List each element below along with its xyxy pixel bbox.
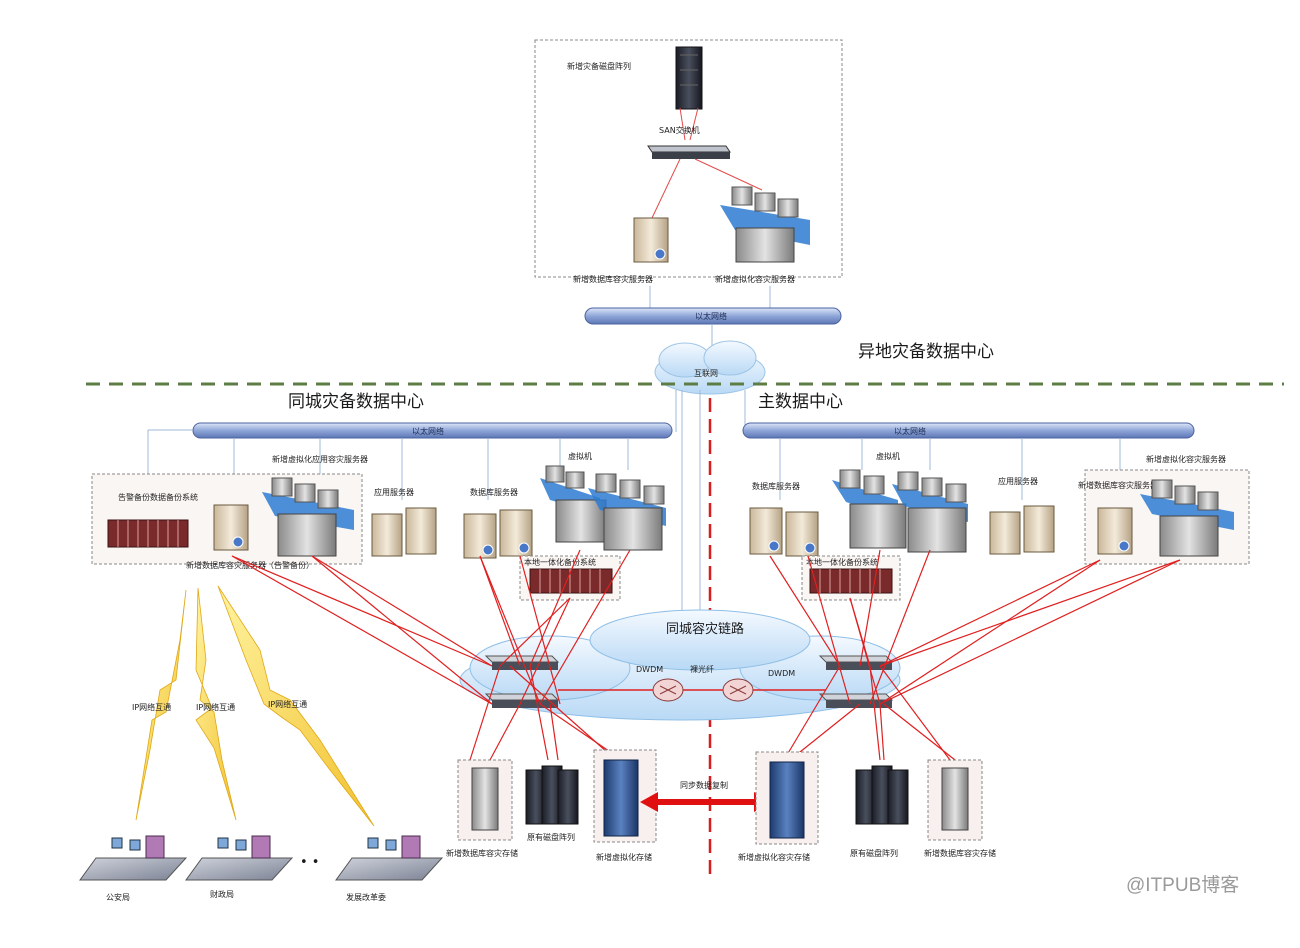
main-storage-new-db-icon	[941, 767, 969, 831]
dr-link-cloud-icon	[459, 609, 901, 721]
offsite-virt-server-icon	[720, 186, 810, 263]
same-city-vm-icon	[540, 465, 666, 551]
archive-system-label: 告警备份数据备份系统	[118, 492, 198, 502]
main-title: 主数据中心	[758, 392, 843, 412]
same-city-app-server-new-label: 新增虚拟化应用容灾服务器	[272, 454, 368, 464]
branch-1-label: 公安局	[106, 892, 130, 902]
san-switch-icon	[647, 145, 731, 159]
dwdm-left-icon	[652, 678, 684, 702]
same-city-app-server-icon	[371, 507, 437, 557]
offsite-box	[534, 39, 843, 278]
offsite-title: 异地灾备数据中心	[858, 342, 994, 362]
main-db-dr-server-label: 新增数据库容灾服务器	[1078, 480, 1158, 490]
main-storage-new-db-label: 新增数据库容灾存储	[924, 848, 996, 858]
same-city-db-dr-server-icon	[213, 504, 249, 551]
branch-3-label: 发展改革委	[346, 892, 386, 902]
ip-link-2-label: IP网络互通	[196, 702, 235, 712]
branch-ellipsis: • •	[300, 855, 319, 870]
san-switch-label: SAN交换机	[659, 125, 700, 135]
same-city-storage-new-db-icon	[471, 767, 499, 831]
archive-system-icon	[107, 519, 189, 548]
main-db-server-icon	[749, 507, 819, 557]
same-city-storage-disk-label: 原有磁盘阵列	[527, 832, 575, 842]
branch-2-label: 财政局	[210, 889, 234, 899]
main-storage-virt-icon	[769, 761, 805, 839]
dwdm-right-label: DWDM	[768, 669, 795, 678]
same-city-storage-new-db-label: 新增数据库容灾存储	[446, 848, 518, 858]
watermark: @ITPUB博客	[1126, 874, 1239, 896]
offsite-disk-array-icon	[675, 46, 703, 110]
main-local-backup-icon	[809, 568, 893, 594]
offsite-ethernet-label: 以太网络	[695, 311, 727, 321]
offsite-virt-server-label: 新增虚拟化容灾服务器	[715, 274, 795, 284]
same-city-storage-virt-label: 新增虚拟化存储	[596, 852, 652, 862]
main-ethernet-bus	[742, 422, 1195, 439]
same-city-storage-disk-icon	[525, 765, 579, 825]
main-virt-dr-server-label: 新增虚拟化容灾服务器	[1146, 454, 1226, 464]
same-city-db-server-label: 数据库服务器	[470, 487, 518, 497]
ip-link-bolt-3-icon	[217, 585, 375, 827]
same-city-storage-virt-icon	[603, 759, 639, 837]
main-app-server-label: 应用服务器	[998, 476, 1038, 486]
same-city-db-dr-server-label: 新增数据库容灾服务器（告警备份）	[186, 560, 314, 570]
internet-cloud-icon	[654, 340, 766, 395]
same-city-title: 同城灾备数据中心	[288, 392, 424, 412]
main-vm-icon	[832, 469, 968, 553]
offsite-disk-array-label: 新增灾备磁盘阵列	[567, 61, 631, 71]
branch-3-icon	[335, 835, 444, 881]
main-vm-label: 虚拟机	[876, 451, 900, 461]
same-city-app-server-label: 应用服务器	[374, 487, 414, 497]
same-city-vm-label: 虚拟机	[568, 451, 592, 461]
main-red-links	[769, 549, 1181, 761]
ip-link-1-label: IP网络互通	[132, 702, 171, 712]
sync-arrow-icon	[640, 792, 772, 812]
same-city-local-backup-icon	[529, 568, 613, 594]
same-city-db-server-icon	[463, 509, 533, 559]
ip-link-bolt-2-icon	[195, 587, 237, 821]
offsite-ethernet-bus	[584, 307, 842, 325]
main-local-backup-label: 本地一体化备份系统	[806, 557, 878, 567]
main-db-dr-server-icon	[1097, 507, 1133, 555]
fiber-label: 裸光纤	[690, 664, 714, 674]
dwdm-right-icon	[722, 678, 754, 702]
same-city-ethernet-label: 以太网络	[412, 426, 444, 436]
main-app-server-icon	[989, 505, 1055, 555]
dr-link-label: 同城容灾链路	[666, 621, 744, 637]
branch-2-icon	[185, 835, 294, 881]
dwdm-left-label: DWDM	[636, 665, 663, 674]
main-db-server-label: 数据库服务器	[752, 481, 800, 491]
internet-cloud-label: 互联网	[694, 369, 718, 378]
sync-label: 同步数据复制	[680, 780, 728, 790]
main-storage-virt-label: 新增虚拟化容灾存储	[738, 852, 810, 862]
ip-link-3-label: IP网络互通	[268, 699, 307, 709]
main-ethernet-label: 以太网络	[894, 426, 926, 436]
branch-1-icon	[79, 835, 188, 881]
ip-link-bolt-1-icon	[135, 589, 187, 821]
same-city-red-links	[231, 549, 631, 761]
offsite-db-server-label: 新增数据库容灾服务器	[573, 274, 653, 284]
main-virt-dr-server-icon	[1140, 479, 1234, 557]
main-storage-disk-label: 原有磁盘阵列	[850, 848, 898, 858]
offsite-db-server-icon	[633, 217, 669, 263]
same-city-local-backup-label: 本地一体化备份系统	[524, 557, 596, 567]
main-storage-disk-icon	[855, 765, 909, 825]
same-city-virt-app-server-icon	[262, 477, 354, 557]
